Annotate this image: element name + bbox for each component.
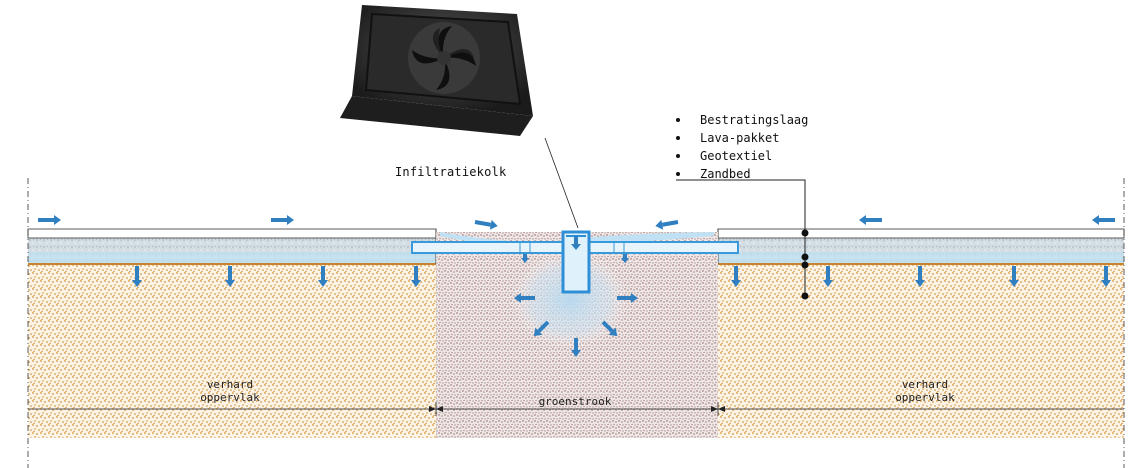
legend-item: Bestratingslaag: [676, 111, 808, 129]
pavement-layer-left: [27, 228, 437, 239]
arrow-down: [731, 266, 741, 287]
arrow-left: [859, 215, 882, 225]
arrow-down: [915, 266, 925, 287]
zone-label-line: groenstrook: [538, 395, 612, 408]
product-leader-line: [544, 137, 579, 229]
product-label: Infiltratiekolk: [395, 165, 507, 179]
arrow-down: [225, 266, 235, 287]
arrow-diag-right: [601, 320, 618, 337]
arrow-down: [521, 254, 529, 263]
arrow-down: [571, 236, 581, 250]
arrow-left: [655, 219, 679, 230]
infiltration-gully: [561, 230, 591, 294]
arrow-down: [411, 266, 421, 287]
arrow-right: [271, 215, 294, 225]
layer-marker-sand: [801, 292, 809, 300]
arrow-left: [1092, 215, 1115, 225]
arrow-down: [1101, 266, 1111, 287]
arrow-down: [823, 266, 833, 287]
legend-item-label: Bestratingslaag: [700, 113, 809, 127]
bullet-icon: [676, 154, 680, 158]
zone-label-right: verhard oppervlak: [885, 378, 965, 404]
zone-label-line: oppervlak: [895, 391, 955, 404]
arrow-diag-left: [533, 320, 550, 337]
bullet-icon: [676, 136, 680, 140]
zone-label-middle: groenstrook: [530, 395, 620, 408]
legend-item: Zandbed: [676, 165, 808, 183]
zone-label-line: verhard: [901, 378, 949, 391]
legend-item: Lava-pakket: [676, 129, 808, 147]
zone-label-left: verhard oppervlak: [190, 378, 270, 404]
legend-item-label: Geotextiel: [700, 149, 773, 163]
arrow-left: [514, 293, 535, 303]
pavement-layer-right: [717, 228, 1125, 239]
layer-legend: Bestratingslaag Lava-pakket Geotextiel Z…: [676, 111, 808, 183]
arrow-down: [132, 266, 142, 287]
sand-layer-right: [718, 262, 1124, 438]
arrow-down: [1009, 266, 1019, 287]
zone-label-line: oppervlak: [200, 391, 260, 404]
legend-item-label: Zandbed: [700, 167, 751, 181]
bullet-icon: [676, 118, 680, 122]
legend-item-label: Lava-pakket: [700, 131, 780, 145]
arrow-down: [318, 266, 328, 287]
arrow-down: [621, 254, 629, 263]
layer-marker-geotextile: [801, 261, 809, 269]
zone-label-line: verhard: [206, 378, 254, 391]
sand-layer-left: [28, 262, 436, 438]
arrow-right: [474, 219, 498, 230]
infiltration-zone: [512, 252, 628, 348]
arrow-right: [617, 293, 638, 303]
legend-item: Geotextiel: [676, 147, 808, 165]
arrow-right: [38, 215, 61, 225]
flow-arrows: [38, 215, 1115, 357]
infiltration-gully-grate-image: [340, 5, 533, 136]
arrow-down: [571, 338, 581, 357]
layer-marker-lava: [801, 253, 809, 261]
bullet-icon: [676, 172, 680, 176]
layer-marker-pavement: [801, 229, 809, 237]
